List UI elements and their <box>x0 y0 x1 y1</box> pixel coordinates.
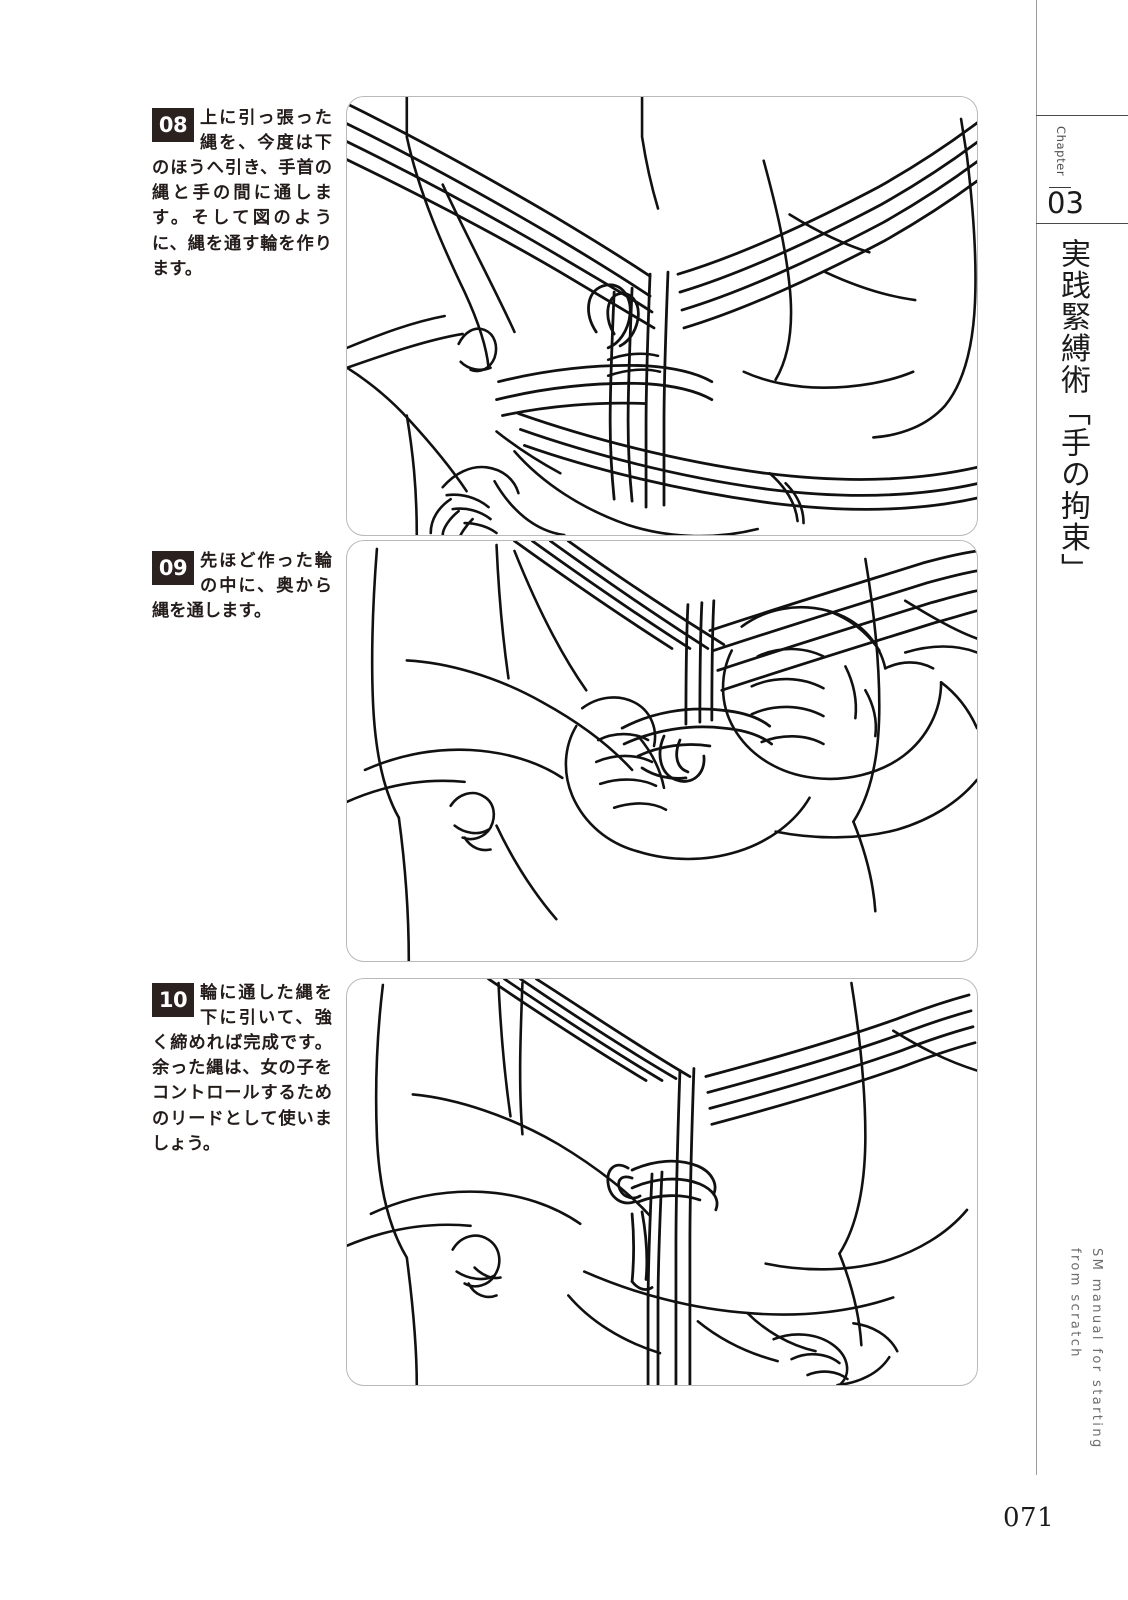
step-number-badge-08: 08 <box>152 108 194 142</box>
sidebar-rule-below-chapter <box>1036 223 1128 224</box>
step-number-badge-09: 09 <box>152 551 194 585</box>
illustration-10-drawing <box>347 979 977 1385</box>
step-number-badge-10: 10 <box>152 983 194 1017</box>
chapter-label: Chapter <box>1054 126 1068 177</box>
step-text-10: 輪に通した縄を下に引いて、強く締めれば完成です。余った縄は、女の子をコントロール… <box>152 983 332 1154</box>
page-number: 071 <box>1003 1503 1055 1533</box>
illustration-panel-10 <box>346 978 978 1386</box>
step-text-09: 先ほど作った輪の中に、奥から縄を通します。 <box>152 551 332 622</box>
step-text-08: 上に引っ張った縄を、今度は下のほうへ引き、手首の縄と手の間に通します。そして図の… <box>152 108 332 279</box>
book-subtitle-line-1: SM manual for starting <box>1088 1248 1104 1450</box>
sidebar-vertical-rule <box>1036 0 1037 1475</box>
chapter-label-divider <box>1049 187 1071 188</box>
chapter-sidebar: Chapter 03 実践緊縛術「手の拘束」 SM manual for sta… <box>1036 0 1128 1600</box>
illustration-panel-09 <box>346 540 978 962</box>
illustration-panel-08 <box>346 96 978 536</box>
chapter-number: 03 <box>1047 186 1084 220</box>
sidebar-rule-above-chapter <box>1036 115 1128 116</box>
illustration-09-drawing <box>347 541 977 961</box>
book-subtitle-footer: SM manual for starting from scratch <box>1064 1248 1107 1463</box>
book-subtitle-line-2: from scratch <box>1067 1248 1083 1359</box>
illustration-08-drawing <box>347 97 977 535</box>
chapter-title: 実践緊縛術「手の拘束」 <box>1055 238 1090 585</box>
